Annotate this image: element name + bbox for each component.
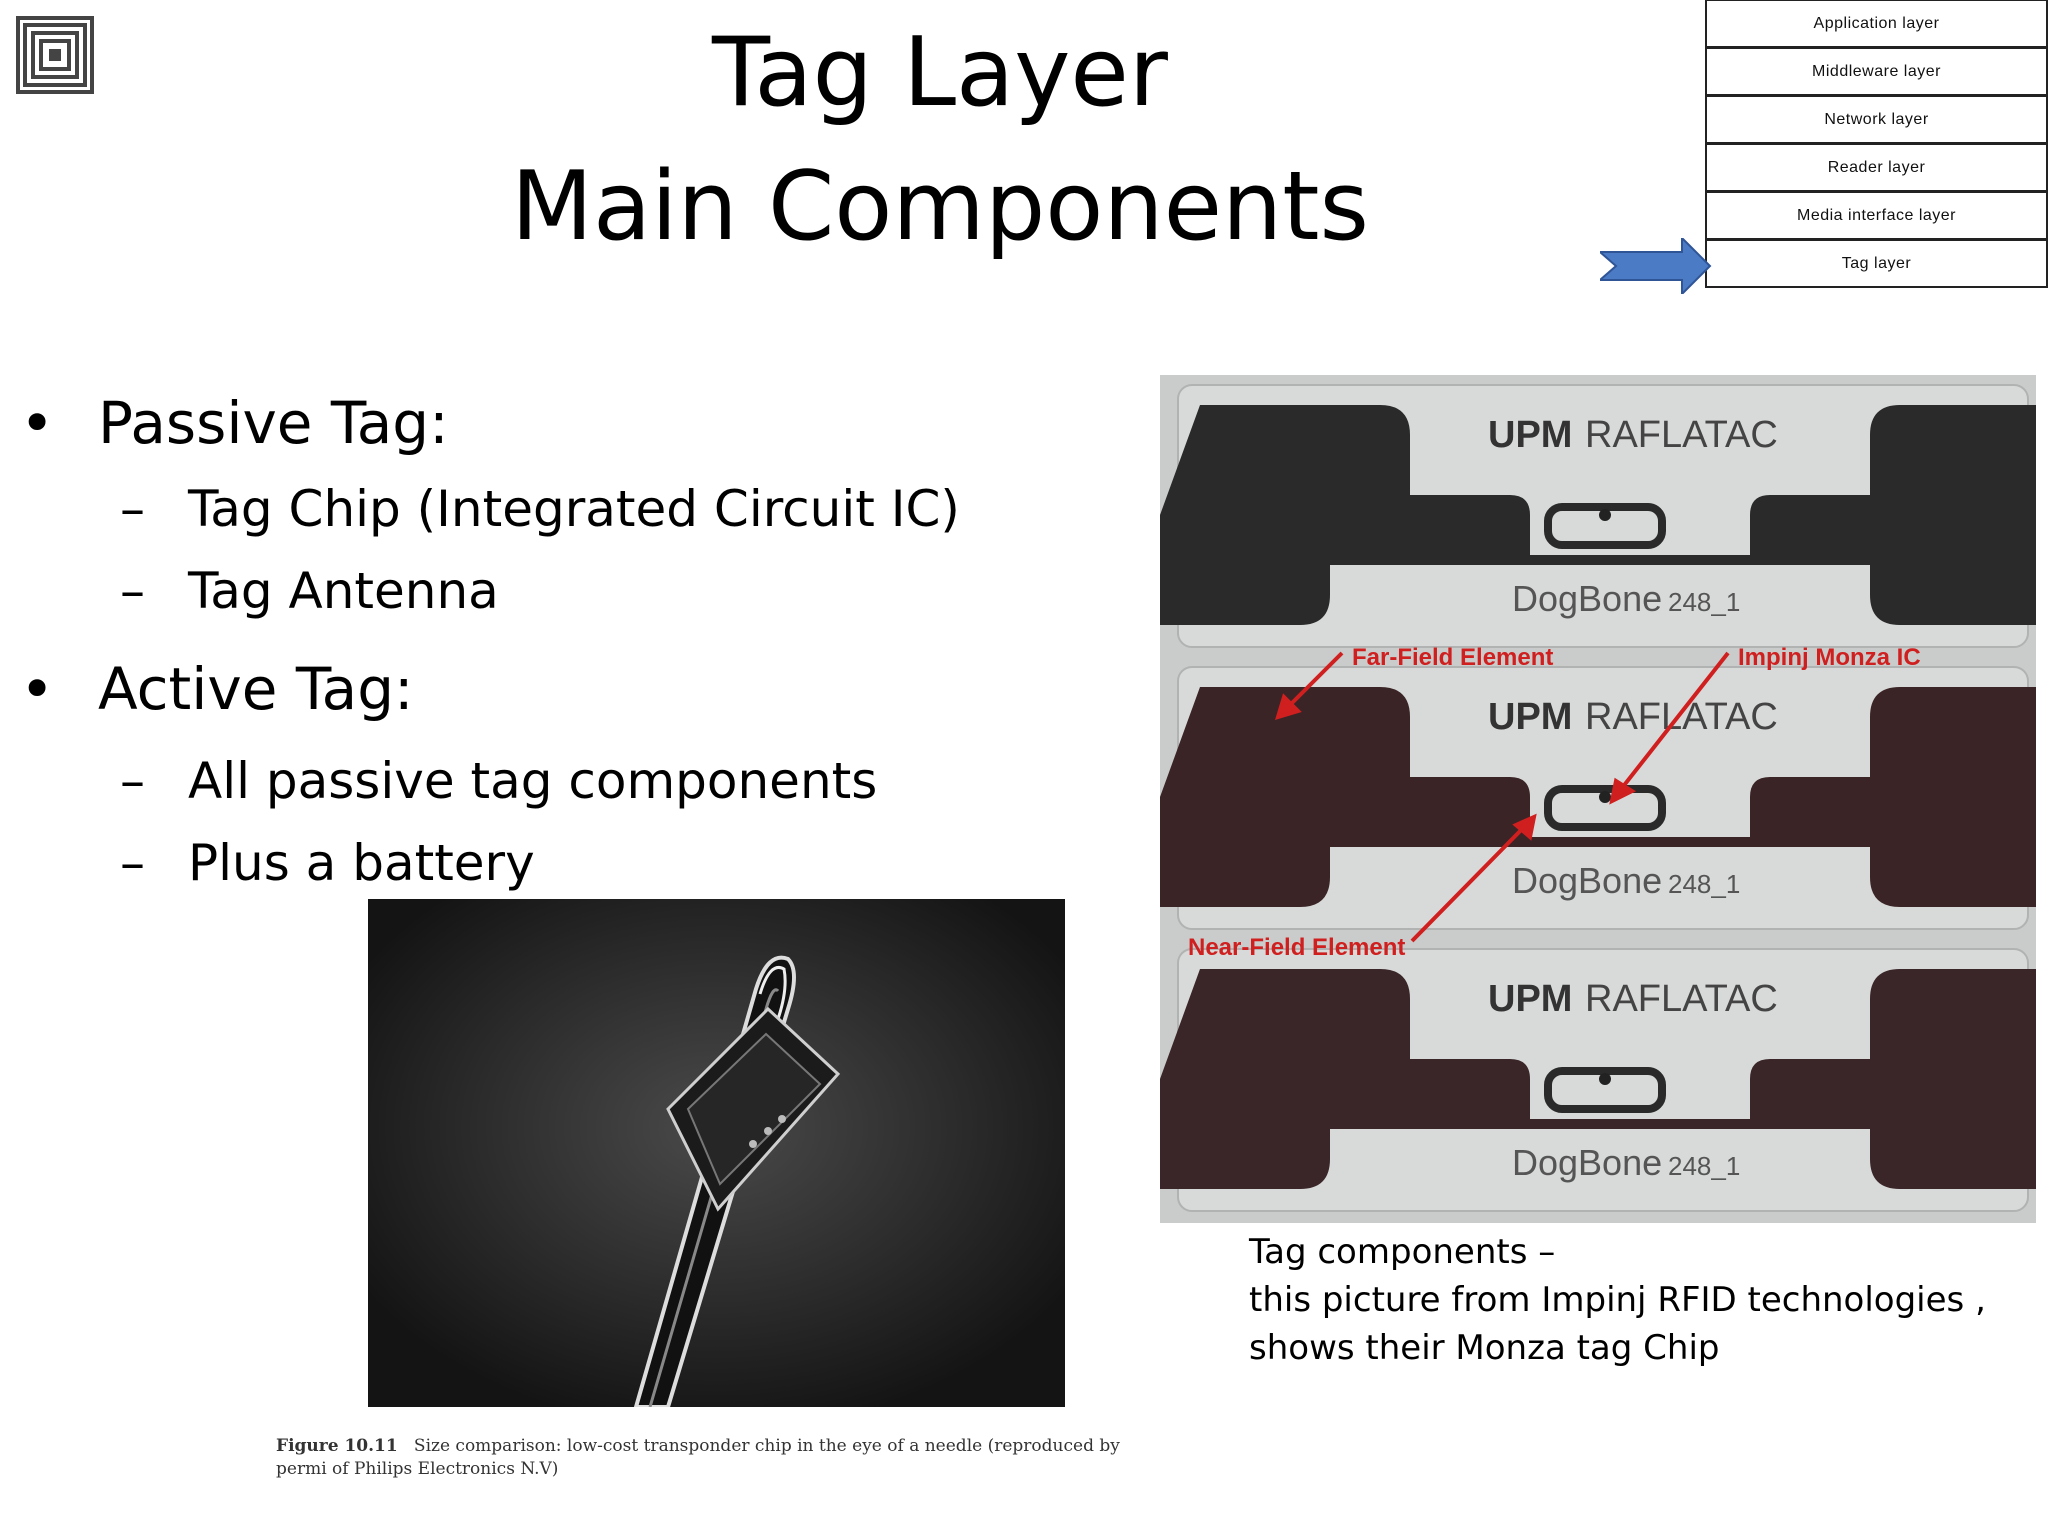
- sub-bullet-text: All passive tag components: [188, 752, 878, 810]
- layer-reader: Reader layer: [1707, 144, 2046, 192]
- caption-line-1: Tag components –: [1249, 1232, 1556, 1272]
- impinj-ic-label: Impinj Monza IC: [1738, 644, 1921, 671]
- tag-strip-2: [1160, 666, 2036, 930]
- far-field-arrowhead: [1275, 693, 1302, 720]
- needle-figure-caption: Figure 10.11 Size comparison: low-cost t…: [276, 1435, 1126, 1481]
- sub-bullet: – Tag Antenna: [20, 550, 1130, 632]
- ic-arrowhead: [1609, 777, 1637, 805]
- sub-bullet: – All passive tag components: [20, 740, 1130, 822]
- near-field-label: Near-Field Element: [1188, 934, 1405, 961]
- tag-strip-3: [1160, 948, 2036, 1212]
- title-line-1: Tag Layer: [712, 18, 1168, 128]
- brand-light-3: RAFLATAC: [1585, 978, 1778, 1020]
- layer-media-interface: Media interface layer: [1707, 192, 2046, 240]
- figure-label: Figure 10.11: [276, 1436, 398, 1456]
- bullet-active-tag: • Active Tag:: [20, 644, 1130, 734]
- title-line-2: Main Components: [510, 152, 1369, 262]
- model-num-2: 248_1: [1668, 869, 1740, 899]
- rfid-chip-logo-icon: [16, 16, 94, 94]
- near-field-arrow: [1410, 821, 1530, 943]
- bullet-label: Active Tag:: [98, 655, 414, 723]
- arrow-right-icon: [1600, 238, 1712, 294]
- sub-bullet: – Plus a battery: [20, 822, 1130, 904]
- layer-middleware: Middleware layer: [1707, 48, 2046, 96]
- brand-bold-1: UPM: [1488, 414, 1572, 456]
- brand-bold-2: UPM: [1488, 696, 1572, 738]
- model-1: DogBone: [1512, 578, 1662, 619]
- far-field-label: Far-Field Element: [1352, 644, 1553, 671]
- brand-light-2: RAFLATAC: [1585, 696, 1778, 738]
- sub-bullet-text: Tag Antenna: [188, 562, 499, 620]
- needle-chip-photo: [368, 899, 1065, 1407]
- bullet-label: Passive Tag:: [98, 389, 449, 457]
- bullet-dot: •: [20, 655, 55, 723]
- model-3: DogBone: [1512, 1142, 1662, 1183]
- bullet-dash: –: [120, 752, 145, 810]
- slide-title: Tag Layer Main Components: [440, 6, 1440, 274]
- brand-bold-3: UPM: [1488, 978, 1572, 1020]
- model-num-1: 248_1: [1668, 587, 1740, 617]
- ic-arrow: [1616, 651, 1730, 795]
- tag-strip-1: [1160, 384, 2036, 648]
- bullet-dash: –: [120, 562, 145, 620]
- layer-stack-diagram: Application layer Middleware layer Netwo…: [1705, 0, 2048, 288]
- model-2: DogBone: [1512, 860, 1662, 901]
- layer-application: Application layer: [1707, 0, 2046, 48]
- layer-tag: Tag layer: [1707, 240, 2046, 288]
- near-field-arrowhead: [1512, 813, 1537, 841]
- bullet-passive-tag: • Passive Tag:: [20, 378, 1130, 468]
- bullet-dash: –: [120, 480, 145, 538]
- caption-line-2: this picture from Impinj RFID technologi…: [1249, 1280, 1986, 1320]
- layer-network: Network layer: [1707, 96, 2046, 144]
- bullet-dot: •: [20, 389, 55, 457]
- tag-photo-caption: Tag components – this picture from Impin…: [1249, 1228, 2029, 1372]
- model-num-3: 248_1: [1668, 1151, 1740, 1181]
- sub-bullet-text: Plus a battery: [188, 834, 535, 892]
- figure-caption-text: Size comparison: low-cost transponder ch…: [276, 1436, 1120, 1479]
- bullet-dash: –: [120, 834, 145, 892]
- brand-light-1: RAFLATAC: [1585, 414, 1778, 456]
- bullet-list: • Passive Tag: – Tag Chip (Integrated Ci…: [20, 378, 1130, 904]
- sub-bullet: – Tag Chip (Integrated Circuit IC): [20, 468, 1130, 550]
- sub-bullet-text: Tag Chip (Integrated Circuit IC): [188, 480, 960, 538]
- caption-line-3: shows their Monza tag Chip: [1249, 1328, 1720, 1368]
- rfid-tag-photo: UPM RAFLATAC DogBone 248_1 UPM RAFLATAC …: [1160, 375, 2036, 1223]
